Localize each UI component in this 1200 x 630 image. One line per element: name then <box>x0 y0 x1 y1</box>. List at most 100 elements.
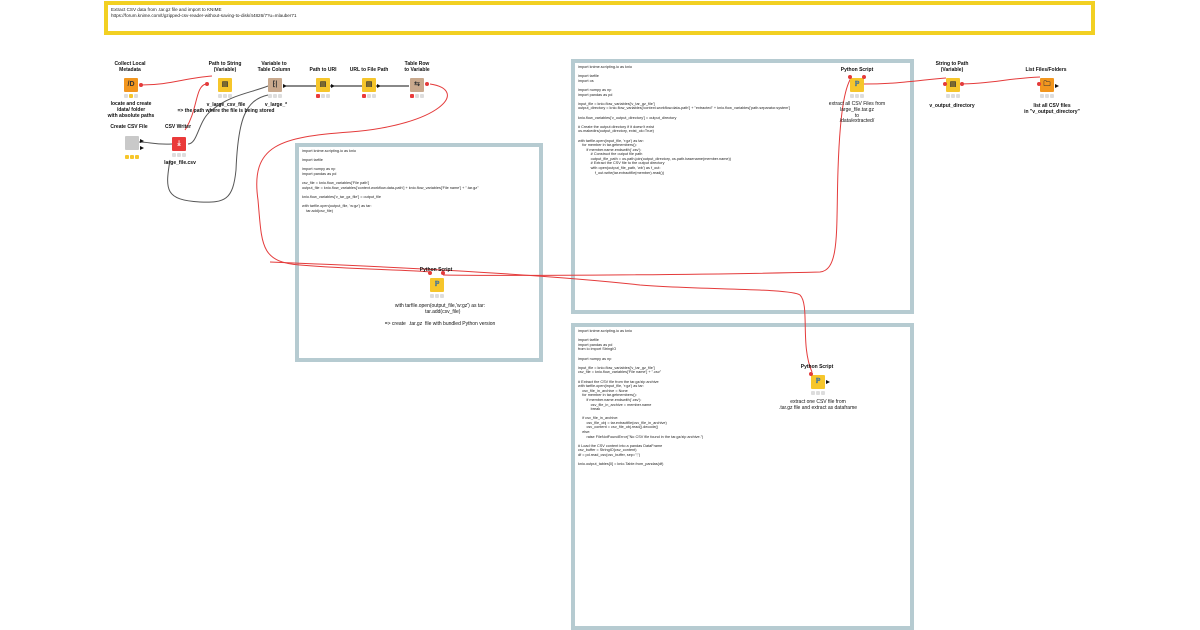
node-status <box>316 94 331 98</box>
data-out-port[interactable] <box>377 84 381 88</box>
flow-port[interactable] <box>428 271 432 275</box>
node-path-to-uri[interactable]: ▤ <box>316 78 330 92</box>
python-icon: ℙ <box>854 81 860 88</box>
annotation-create-note: => create .tar.gz file with bundled Pyth… <box>384 321 496 327</box>
component-icon <box>125 136 139 150</box>
flow-link-python1-to-python2 <box>442 77 852 276</box>
flow-link-python2-to-string-to-path <box>863 77 947 85</box>
data-link-writer-to-var-to-table <box>187 85 269 145</box>
string-path-icon: ▤ <box>949 81 957 88</box>
node-title-path-to-string: Path to String (Variable) <box>208 61 242 73</box>
node-status <box>410 94 425 98</box>
node-status <box>1040 94 1055 98</box>
workflow-annotation-banner: Extract CSV data from .tar.gz file and i… <box>104 1 1095 35</box>
metadata-icon: /D <box>127 81 135 88</box>
node-desc-csv-writer: large_file.csv <box>164 160 196 166</box>
node-string-to-path[interactable]: ▤ <box>946 78 960 92</box>
python-icon: ℙ <box>815 378 821 385</box>
node-python-script-1[interactable]: ℙ <box>430 278 444 292</box>
data-out-port[interactable] <box>826 380 830 384</box>
data-out-port[interactable] <box>283 84 287 88</box>
data-out-port[interactable] <box>140 139 144 143</box>
node-python-script-2[interactable]: ℙ <box>850 78 864 92</box>
flow-port-out[interactable] <box>441 271 445 275</box>
node-desc-python-script-2: extract all CSV Files from large_file.ta… <box>828 101 886 125</box>
banner-text: Extract CSV data from .tar.gz file and i… <box>111 7 297 18</box>
node-desc-path-to-string: v_large_csv_file => the path where the f… <box>177 102 275 114</box>
flow-port-out[interactable] <box>862 75 866 79</box>
node-title-table-row-to-variable: Table Row to Variable <box>404 61 430 73</box>
node-status <box>172 153 187 157</box>
node-path-to-string[interactable]: ▤ <box>218 78 232 92</box>
node-title-python-script-2: Python Script <box>840 67 874 73</box>
flow-port[interactable] <box>205 82 209 86</box>
flow-link-table-row-to-python1 <box>256 83 448 273</box>
node-status <box>430 294 445 298</box>
flow-link-path-to-string-to-csv-writer <box>184 83 207 131</box>
node-status <box>125 155 140 159</box>
banner-url[interactable]: https://forum.knime.com/t/gzipped-csv-re… <box>111 12 297 18</box>
code-annotation-box-2: import knime.scripting.io as knio import… <box>571 59 914 314</box>
node-desc-collect-local-metadata: locate and create /data/ folder with abs… <box>107 101 155 119</box>
node-title-url-to-file-path: URL to File Path <box>349 67 389 73</box>
node-csv-writer[interactable]: ⤓ <box>172 137 186 151</box>
node-title-collect-local-metadata: Collect Local Metadata <box>114 61 146 73</box>
node-desc-list-files-folders: list all CSV files in "v_output_director… <box>1024 103 1080 115</box>
node-title-create-csv-file: Create CSV File <box>110 124 148 130</box>
node-list-files-folders[interactable]: 🗀 <box>1040 78 1054 92</box>
data-out-port-2[interactable] <box>140 146 144 150</box>
row-to-variable-icon: ⇆ <box>414 81 420 88</box>
node-status <box>124 94 139 98</box>
code-annotation-box-1: import knime.scripting.io as knio import… <box>295 143 543 362</box>
code-text-2: import knime.scripting.io as knio import… <box>578 65 791 175</box>
data-link-writer-loop <box>167 94 269 203</box>
node-url-to-file-path[interactable]: ▤ <box>362 78 376 92</box>
node-title-python-script-3: Python Script <box>800 364 834 370</box>
code-text-1: import knime.scripting.io as knio import… <box>302 149 479 213</box>
node-status <box>850 94 865 98</box>
node-python-script-3[interactable]: ℙ <box>811 375 825 389</box>
banner-title: Extract CSV data from .tar.gz file and i… <box>111 7 222 12</box>
node-status <box>218 94 233 98</box>
path-uri-icon: ▤ <box>319 81 327 88</box>
node-collect-local-metadata[interactable]: /D <box>124 78 138 92</box>
data-out-port[interactable] <box>1055 84 1059 88</box>
node-create-csv-file[interactable] <box>125 136 139 150</box>
node-status <box>811 391 826 395</box>
node-desc-variable-to-table-column: v_large_* <box>264 102 288 108</box>
variable-to-column-icon: ⁅| <box>272 81 278 88</box>
node-desc-python-script-3: extract one CSV file from .tar.gz file a… <box>778 399 858 411</box>
flow-port[interactable] <box>848 75 852 79</box>
flow-port[interactable] <box>1037 82 1041 86</box>
node-title-python-script-1: Python Script <box>419 267 453 273</box>
node-status <box>362 94 377 98</box>
code-annotation-box-3: import knime.scripting.io as knio import… <box>571 323 914 630</box>
node-title-path-to-uri: Path to URI <box>309 67 337 73</box>
flow-link-string-to-path-to-list-files <box>959 76 1041 85</box>
code-text-3: import knime.scripting.io as knio import… <box>578 329 704 467</box>
path-string-icon: ▤ <box>221 81 229 88</box>
node-variable-to-table-column[interactable]: ⁅| <box>268 78 282 92</box>
flow-port[interactable] <box>139 83 143 87</box>
csv-writer-icon: ⤓ <box>177 140 181 147</box>
node-title-string-to-path: String to Path (Variable) <box>935 61 969 73</box>
url-path-icon: ▤ <box>365 81 373 88</box>
folder-icon: 🗀 <box>1043 81 1051 88</box>
node-title-variable-to-table-column: Variable to Table Column <box>257 61 291 73</box>
flow-port-out[interactable] <box>960 82 964 86</box>
data-out-port[interactable] <box>331 84 335 88</box>
node-table-row-to-variable[interactable]: ⇆ <box>410 78 424 92</box>
node-status <box>946 94 961 98</box>
flow-port[interactable] <box>809 372 813 376</box>
node-title-csv-writer: CSV Writer <box>164 124 192 130</box>
flow-port[interactable] <box>425 82 429 86</box>
flow-port[interactable] <box>943 82 947 86</box>
flow-link-python1-to-python3 <box>269 261 813 373</box>
node-status <box>268 94 283 98</box>
node-desc-python-script-1: with tarfile.open(output_file,'w:gz') as… <box>394 303 486 315</box>
python-icon: ℙ <box>434 281 440 288</box>
node-title-list-files-folders: List Files/Folders <box>1025 67 1067 73</box>
flow-link-metadata-to-path-to-string <box>140 75 213 86</box>
node-desc-string-to-path: v_output_directory <box>929 103 975 109</box>
